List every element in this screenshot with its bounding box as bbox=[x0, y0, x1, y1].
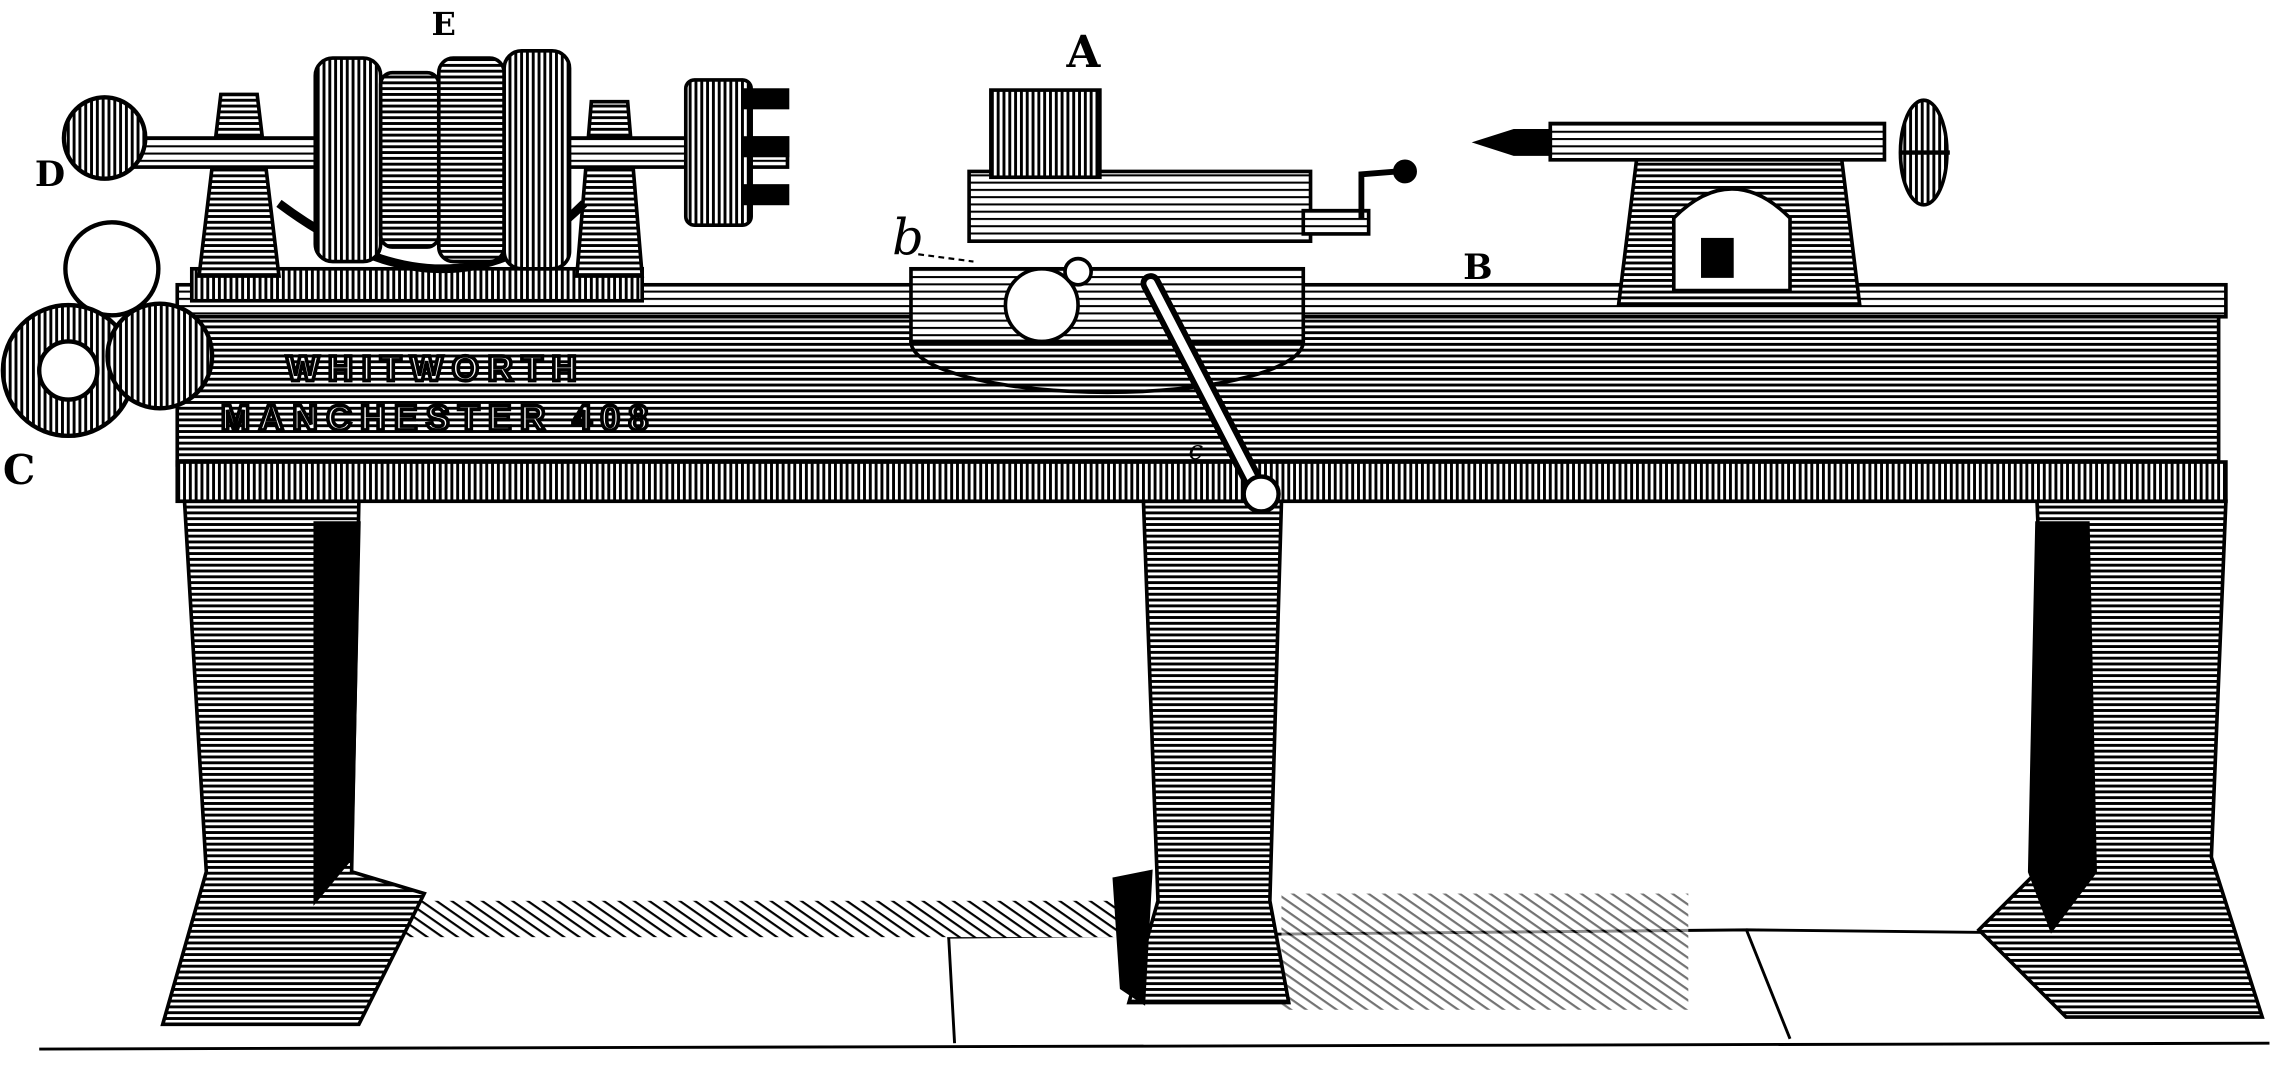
label-a: A bbox=[1065, 27, 1101, 78]
gear-intermediate bbox=[63, 220, 161, 318]
middle-leg bbox=[1112, 499, 1291, 1006]
label-d: D bbox=[35, 154, 65, 195]
bed-stamp-line2: MANCHESTER 408 bbox=[221, 399, 657, 438]
slide-rest bbox=[967, 169, 1313, 244]
left-leg bbox=[160, 499, 427, 1027]
label-e: E bbox=[432, 5, 456, 43]
right-leg bbox=[1976, 499, 2265, 1019]
bed-stamp-line1: WHITWORTH bbox=[286, 350, 585, 389]
carriage bbox=[909, 88, 1417, 514]
change-gears bbox=[0, 95, 215, 439]
cone-pulley bbox=[313, 49, 572, 271]
label-c-lower: c bbox=[1188, 436, 1203, 466]
label-b-lower: b bbox=[892, 208, 924, 266]
chuck bbox=[683, 78, 790, 228]
gear-spindle bbox=[105, 301, 215, 411]
gear-d bbox=[61, 95, 148, 181]
label-c: C bbox=[3, 446, 35, 494]
tailstock bbox=[1471, 98, 1950, 307]
tool-post bbox=[989, 88, 1102, 180]
floor-plates bbox=[39, 893, 2270, 1051]
crank-handle bbox=[1358, 168, 1398, 218]
label-b: B bbox=[1463, 247, 1492, 288]
headstock bbox=[88, 49, 790, 303]
figure-labels: A B C D E b c bbox=[3, 5, 1493, 494]
